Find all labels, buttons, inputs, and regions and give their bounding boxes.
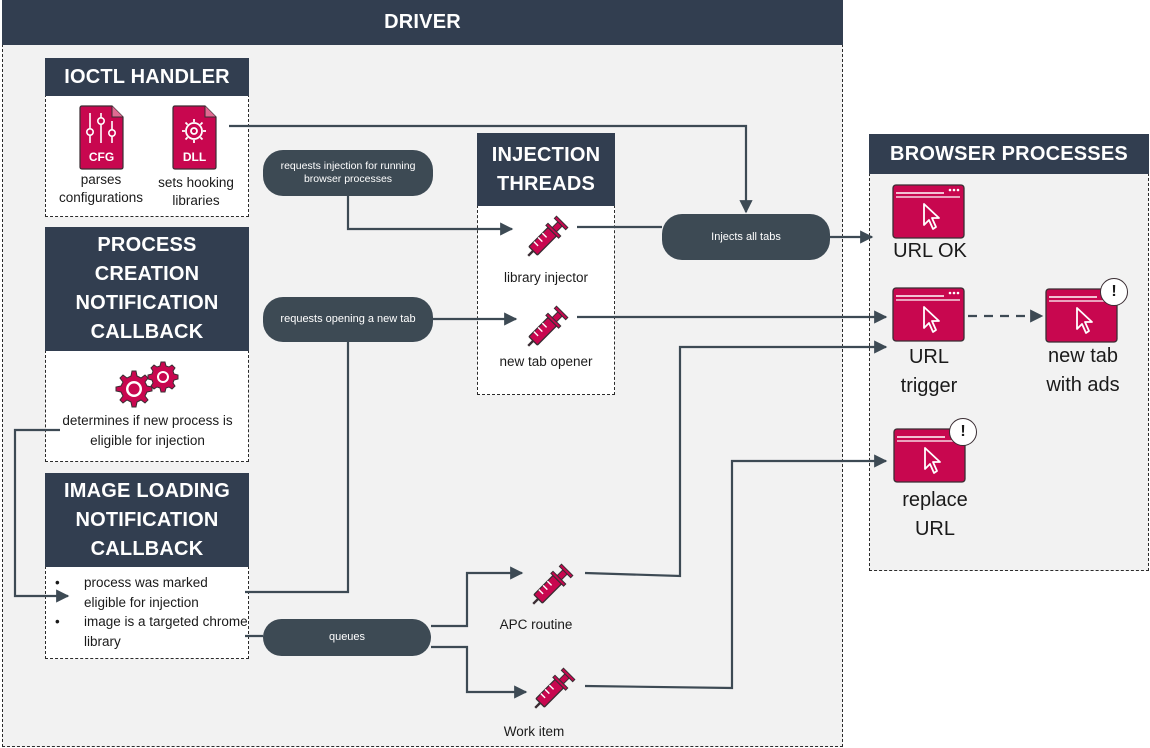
dll-icon-text: DLL bbox=[182, 150, 207, 164]
syringe-icon-library-injector bbox=[520, 208, 576, 264]
work-item-label: Work item bbox=[503, 724, 565, 739]
syringe-icon-new-tab-opener bbox=[520, 298, 576, 354]
cfg-label: parses configurations bbox=[58, 172, 144, 205]
cfg-file-icon: CFG bbox=[79, 105, 124, 170]
process-callback-label: determines if new process is eligible fo… bbox=[62, 413, 233, 448]
injection-threads-title: INJECTION THREADS bbox=[477, 133, 615, 206]
url-trigger-label: URL trigger bbox=[900, 346, 958, 397]
url-ok-label: URL OK bbox=[893, 240, 967, 262]
browser-processes-title: BROWSER PROCESSES bbox=[869, 134, 1149, 174]
warning-icon-replace-url: ! bbox=[949, 418, 977, 446]
new-tab-ads-label: new tab with ads bbox=[1046, 345, 1120, 396]
image-callback-title: IMAGE LOADING NOTIFICATION CALLBACK bbox=[45, 473, 249, 567]
cfg-icon-text: CFG bbox=[88, 150, 115, 164]
arrow-queues-to-apc-routine bbox=[431, 566, 524, 628]
arrow-apc-routine-to-url-trigger bbox=[584, 340, 888, 578]
image-callback-bullet: image is a targeted chrome library bbox=[46, 612, 249, 651]
driver-title: DRIVER bbox=[2, 0, 843, 45]
new-tab-opener-label: new tab opener bbox=[499, 354, 593, 369]
library-injector-label: library injector bbox=[503, 270, 589, 285]
replace-url-label: replace URL bbox=[902, 489, 968, 540]
pill-requests-new-tab: requests opening a new tab bbox=[263, 297, 433, 342]
gears-icon bbox=[110, 360, 185, 412]
browser-window-icon-new-tab-ads bbox=[1045, 288, 1118, 343]
apc-routine-label: APC routine bbox=[499, 617, 573, 632]
process-callback-title: PROCESS CREATION NOTIFICATION CALLBACK bbox=[45, 227, 249, 351]
browser-processes-panel bbox=[869, 173, 1149, 571]
arrow-queues-to-work-item bbox=[431, 645, 528, 699]
browser-window-icon-replace-url bbox=[893, 428, 966, 483]
warning-icon-new-tab-ads: ! bbox=[1100, 278, 1128, 306]
pill-requests-injection: requests injection for running browser p… bbox=[263, 150, 433, 196]
arrow-dll-to-injects-all-tabs bbox=[229, 124, 753, 214]
arrow-requests-injection-to-library-injector bbox=[346, 196, 514, 236]
arrow-work-item-to-replace-url bbox=[584, 454, 888, 690]
browser-window-icon-url-trigger bbox=[892, 287, 965, 342]
dll-label: sets hooking libraries bbox=[158, 175, 234, 208]
pill-queues: queues bbox=[263, 619, 431, 656]
arrow-process-callback-to-image-callback bbox=[13, 428, 70, 603]
image-callback-bullet: process was marked eligible for injectio… bbox=[46, 573, 249, 612]
browser-window-icon-url-ok bbox=[892, 184, 965, 239]
image-callback-bullets: process was marked eligible for injectio… bbox=[46, 573, 249, 651]
pill-injects-all-tabs: Injects all tabs bbox=[662, 214, 830, 260]
line-image-callback-to-requests-new-tab bbox=[245, 342, 350, 594]
dll-file-icon: DLL bbox=[172, 105, 217, 170]
syringe-icon-work-item bbox=[527, 660, 583, 716]
ioctl-handler-title: IOCTL HANDLER bbox=[45, 58, 249, 96]
syringe-icon-apc-routine bbox=[525, 556, 581, 612]
